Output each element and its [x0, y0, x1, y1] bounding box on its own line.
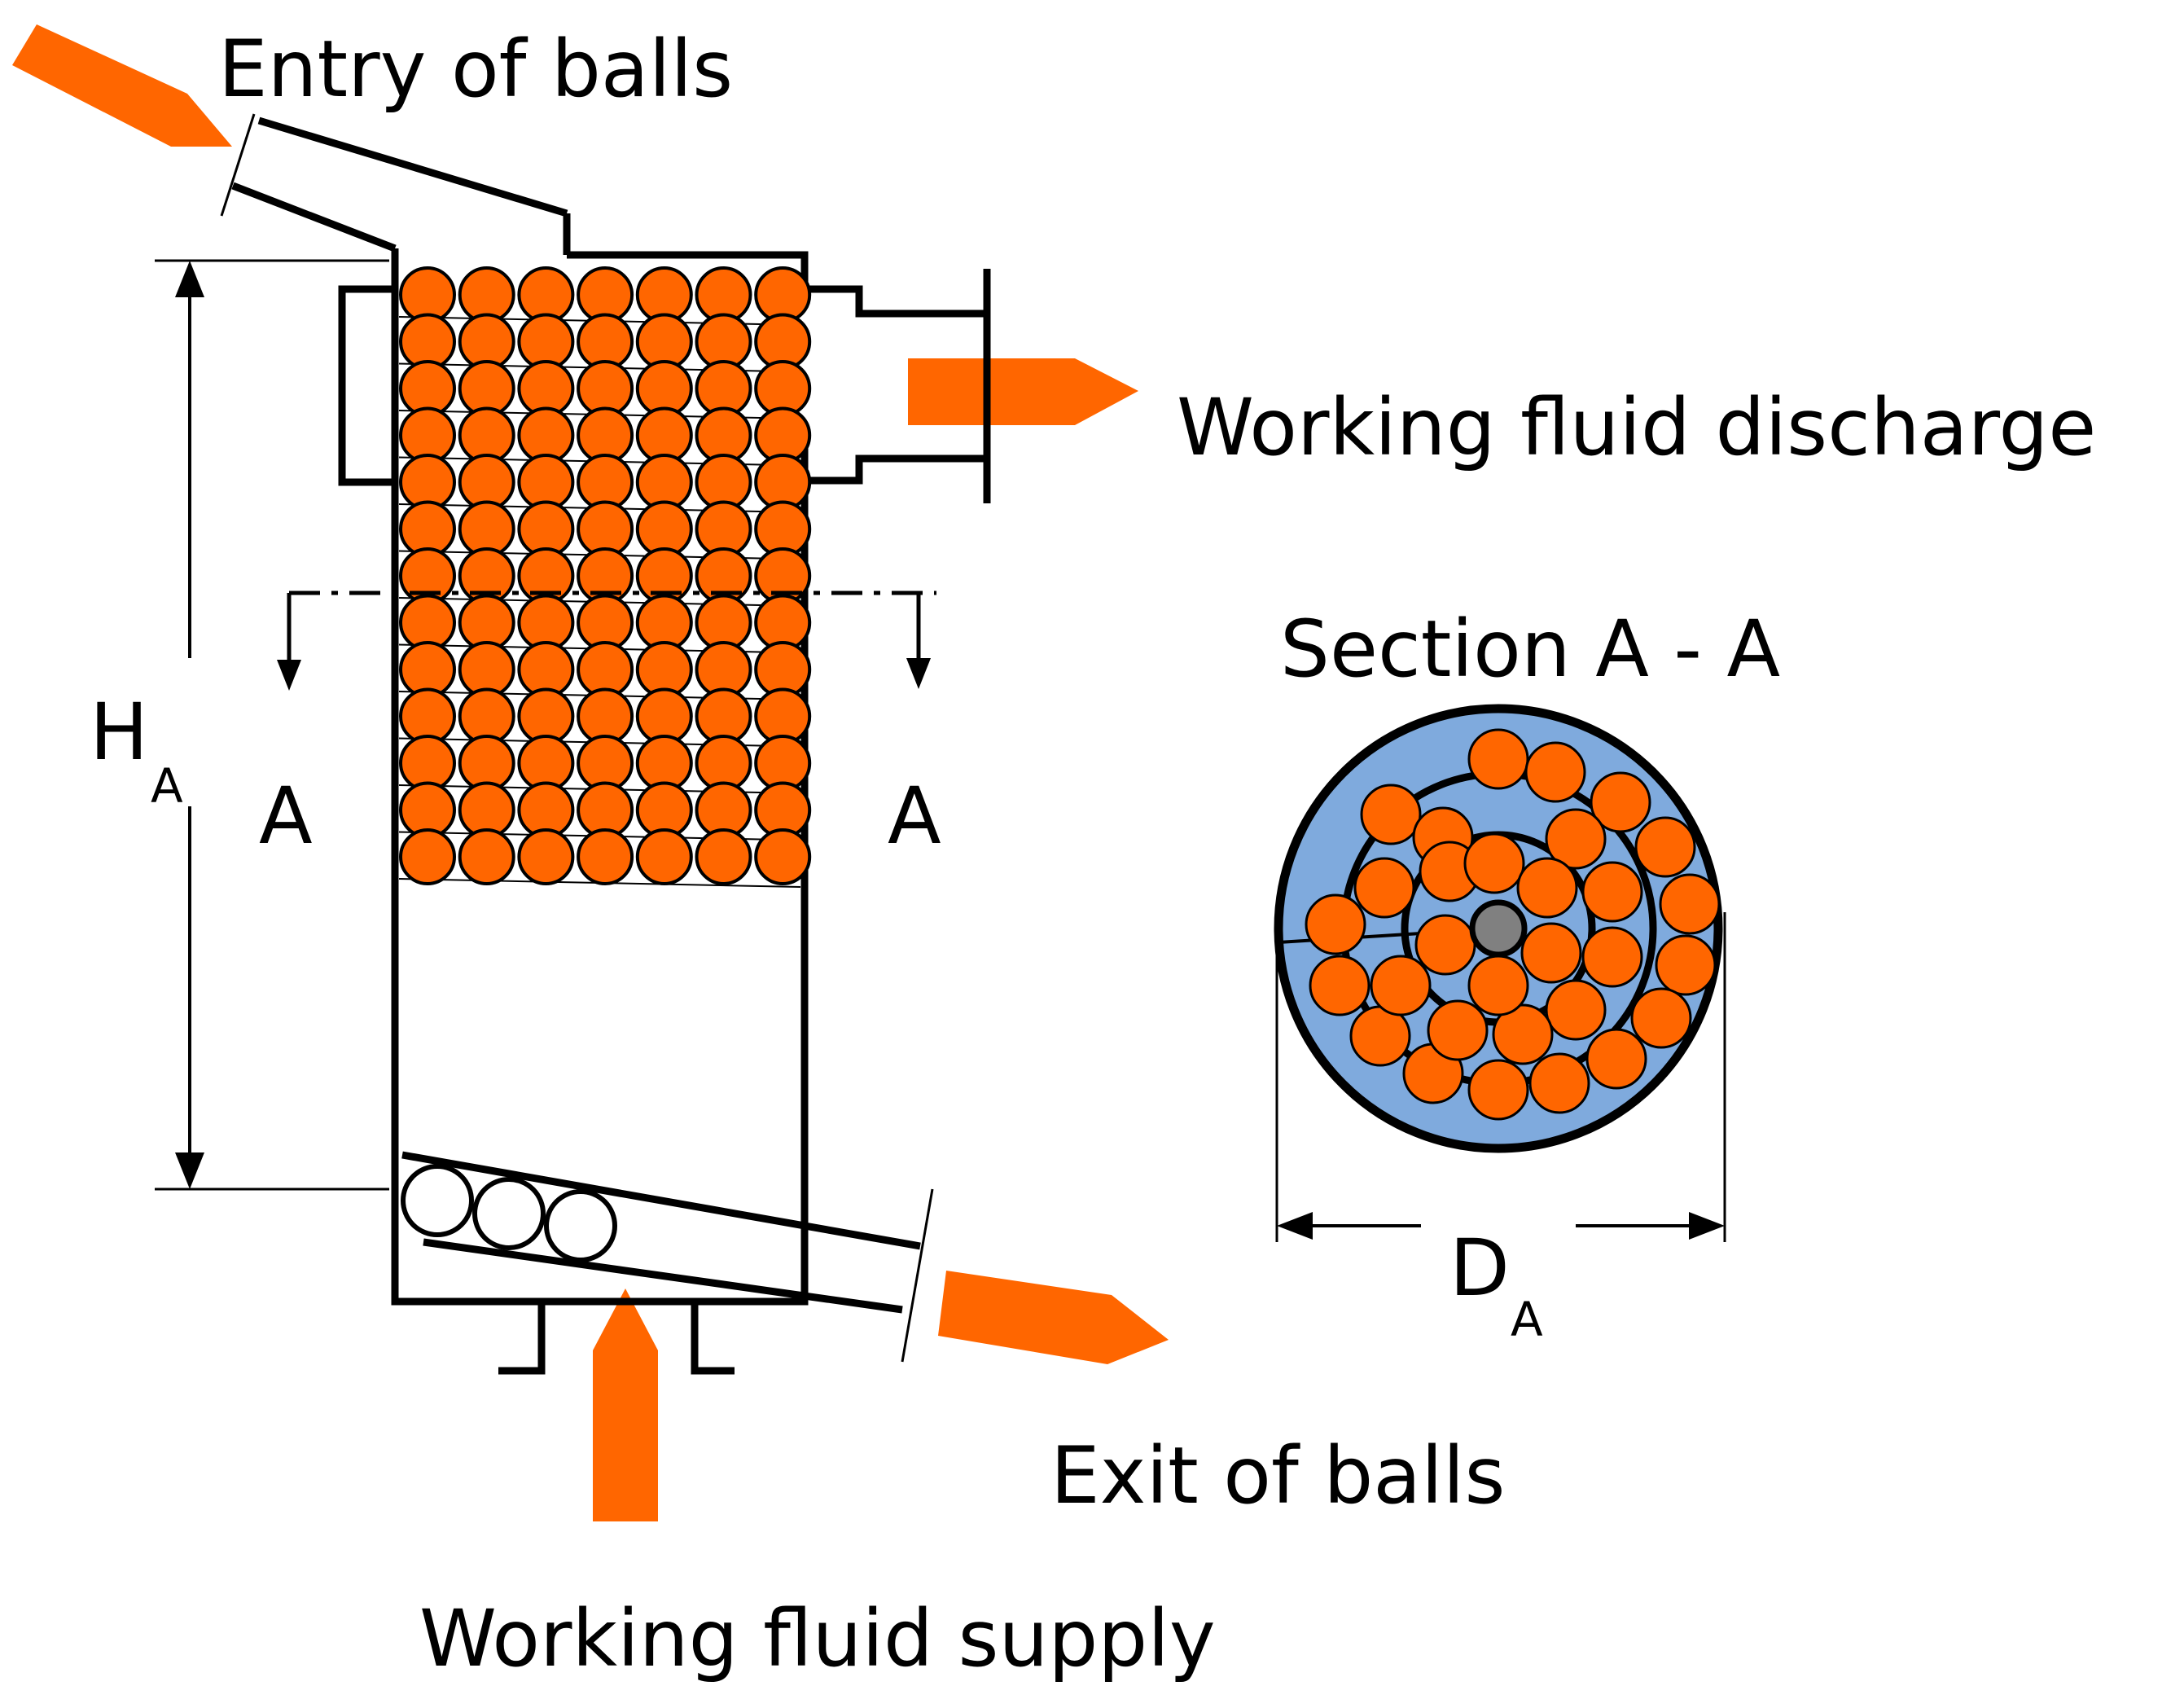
- height-dimension: [155, 259, 389, 1191]
- section-ball: [1655, 934, 1717, 996]
- section-ball: [1520, 922, 1582, 984]
- section-a-a-view: [1274, 704, 1723, 1153]
- section-ball: [1659, 873, 1721, 935]
- ball-column: [398, 266, 812, 888]
- outlet-ball: [544, 1189, 617, 1262]
- diameter-label-subscript: A: [1511, 1292, 1543, 1347]
- outlet-ball: [472, 1177, 546, 1250]
- ball: [458, 828, 515, 885]
- section-ball: [1370, 955, 1432, 1016]
- outlet-chute: [401, 1151, 921, 1314]
- discharge-label: Working fluid discharge: [1177, 382, 2096, 473]
- section-ball: [1309, 955, 1370, 1016]
- ball: [577, 828, 634, 885]
- section-ball: [1581, 861, 1643, 923]
- exit-label: Exit of balls: [1050, 1430, 1505, 1521]
- section-ball: [1360, 784, 1422, 845]
- ball: [517, 828, 575, 885]
- section-ball: [1516, 857, 1578, 919]
- section-ball: [1467, 1059, 1529, 1121]
- ball: [635, 828, 693, 885]
- section-title: Section A - A: [1280, 604, 1780, 695]
- ball: [754, 828, 812, 885]
- height-label: H: [90, 687, 148, 778]
- diameter-dimension: [1275, 904, 1726, 1242]
- ball: [399, 828, 456, 885]
- discharge-flow-arrow: [908, 358, 1138, 425]
- ball: [695, 828, 752, 885]
- section-ball: [1545, 808, 1607, 870]
- section-ball: [1463, 832, 1525, 894]
- entry-label: Entry of balls: [218, 24, 733, 115]
- section-ball: [1524, 741, 1586, 803]
- outlet-ball: [401, 1164, 474, 1237]
- section-cut-line: [277, 590, 936, 691]
- height-label-subscript: A: [151, 758, 183, 814]
- section-mark-left: A: [259, 770, 313, 862]
- section-ball: [1630, 987, 1692, 1049]
- diameter-label: D: [1449, 1223, 1510, 1314]
- section-ball: [1528, 1052, 1590, 1114]
- outlet-break-mark: [901, 1188, 934, 1363]
- section-ball: [1634, 816, 1696, 878]
- inlet-break-mark: [220, 113, 256, 217]
- outlet-balls: [401, 1164, 617, 1262]
- section-ball: [1414, 914, 1476, 976]
- section-core: [1469, 899, 1528, 958]
- section-ball: [1427, 999, 1489, 1061]
- section-ball: [1545, 979, 1607, 1041]
- section-ball: [1590, 771, 1651, 833]
- section-mark-right: A: [888, 770, 941, 862]
- section-ball: [1585, 1028, 1647, 1090]
- section-balls: [1305, 728, 1721, 1121]
- supply-label: Working fluid supply: [419, 1593, 1216, 1684]
- section-ball: [1305, 893, 1366, 955]
- inlet-chute: [231, 116, 571, 255]
- supply-flow-arrow: [593, 1289, 658, 1521]
- section-ball: [1467, 728, 1529, 790]
- entry-flow-arrow: [12, 24, 232, 147]
- section-ball: [1581, 926, 1643, 988]
- section-ball: [1353, 857, 1415, 919]
- section-ball: [1492, 1003, 1554, 1065]
- exit-flow-arrow: [938, 1271, 1169, 1364]
- section-ball: [1467, 955, 1529, 1016]
